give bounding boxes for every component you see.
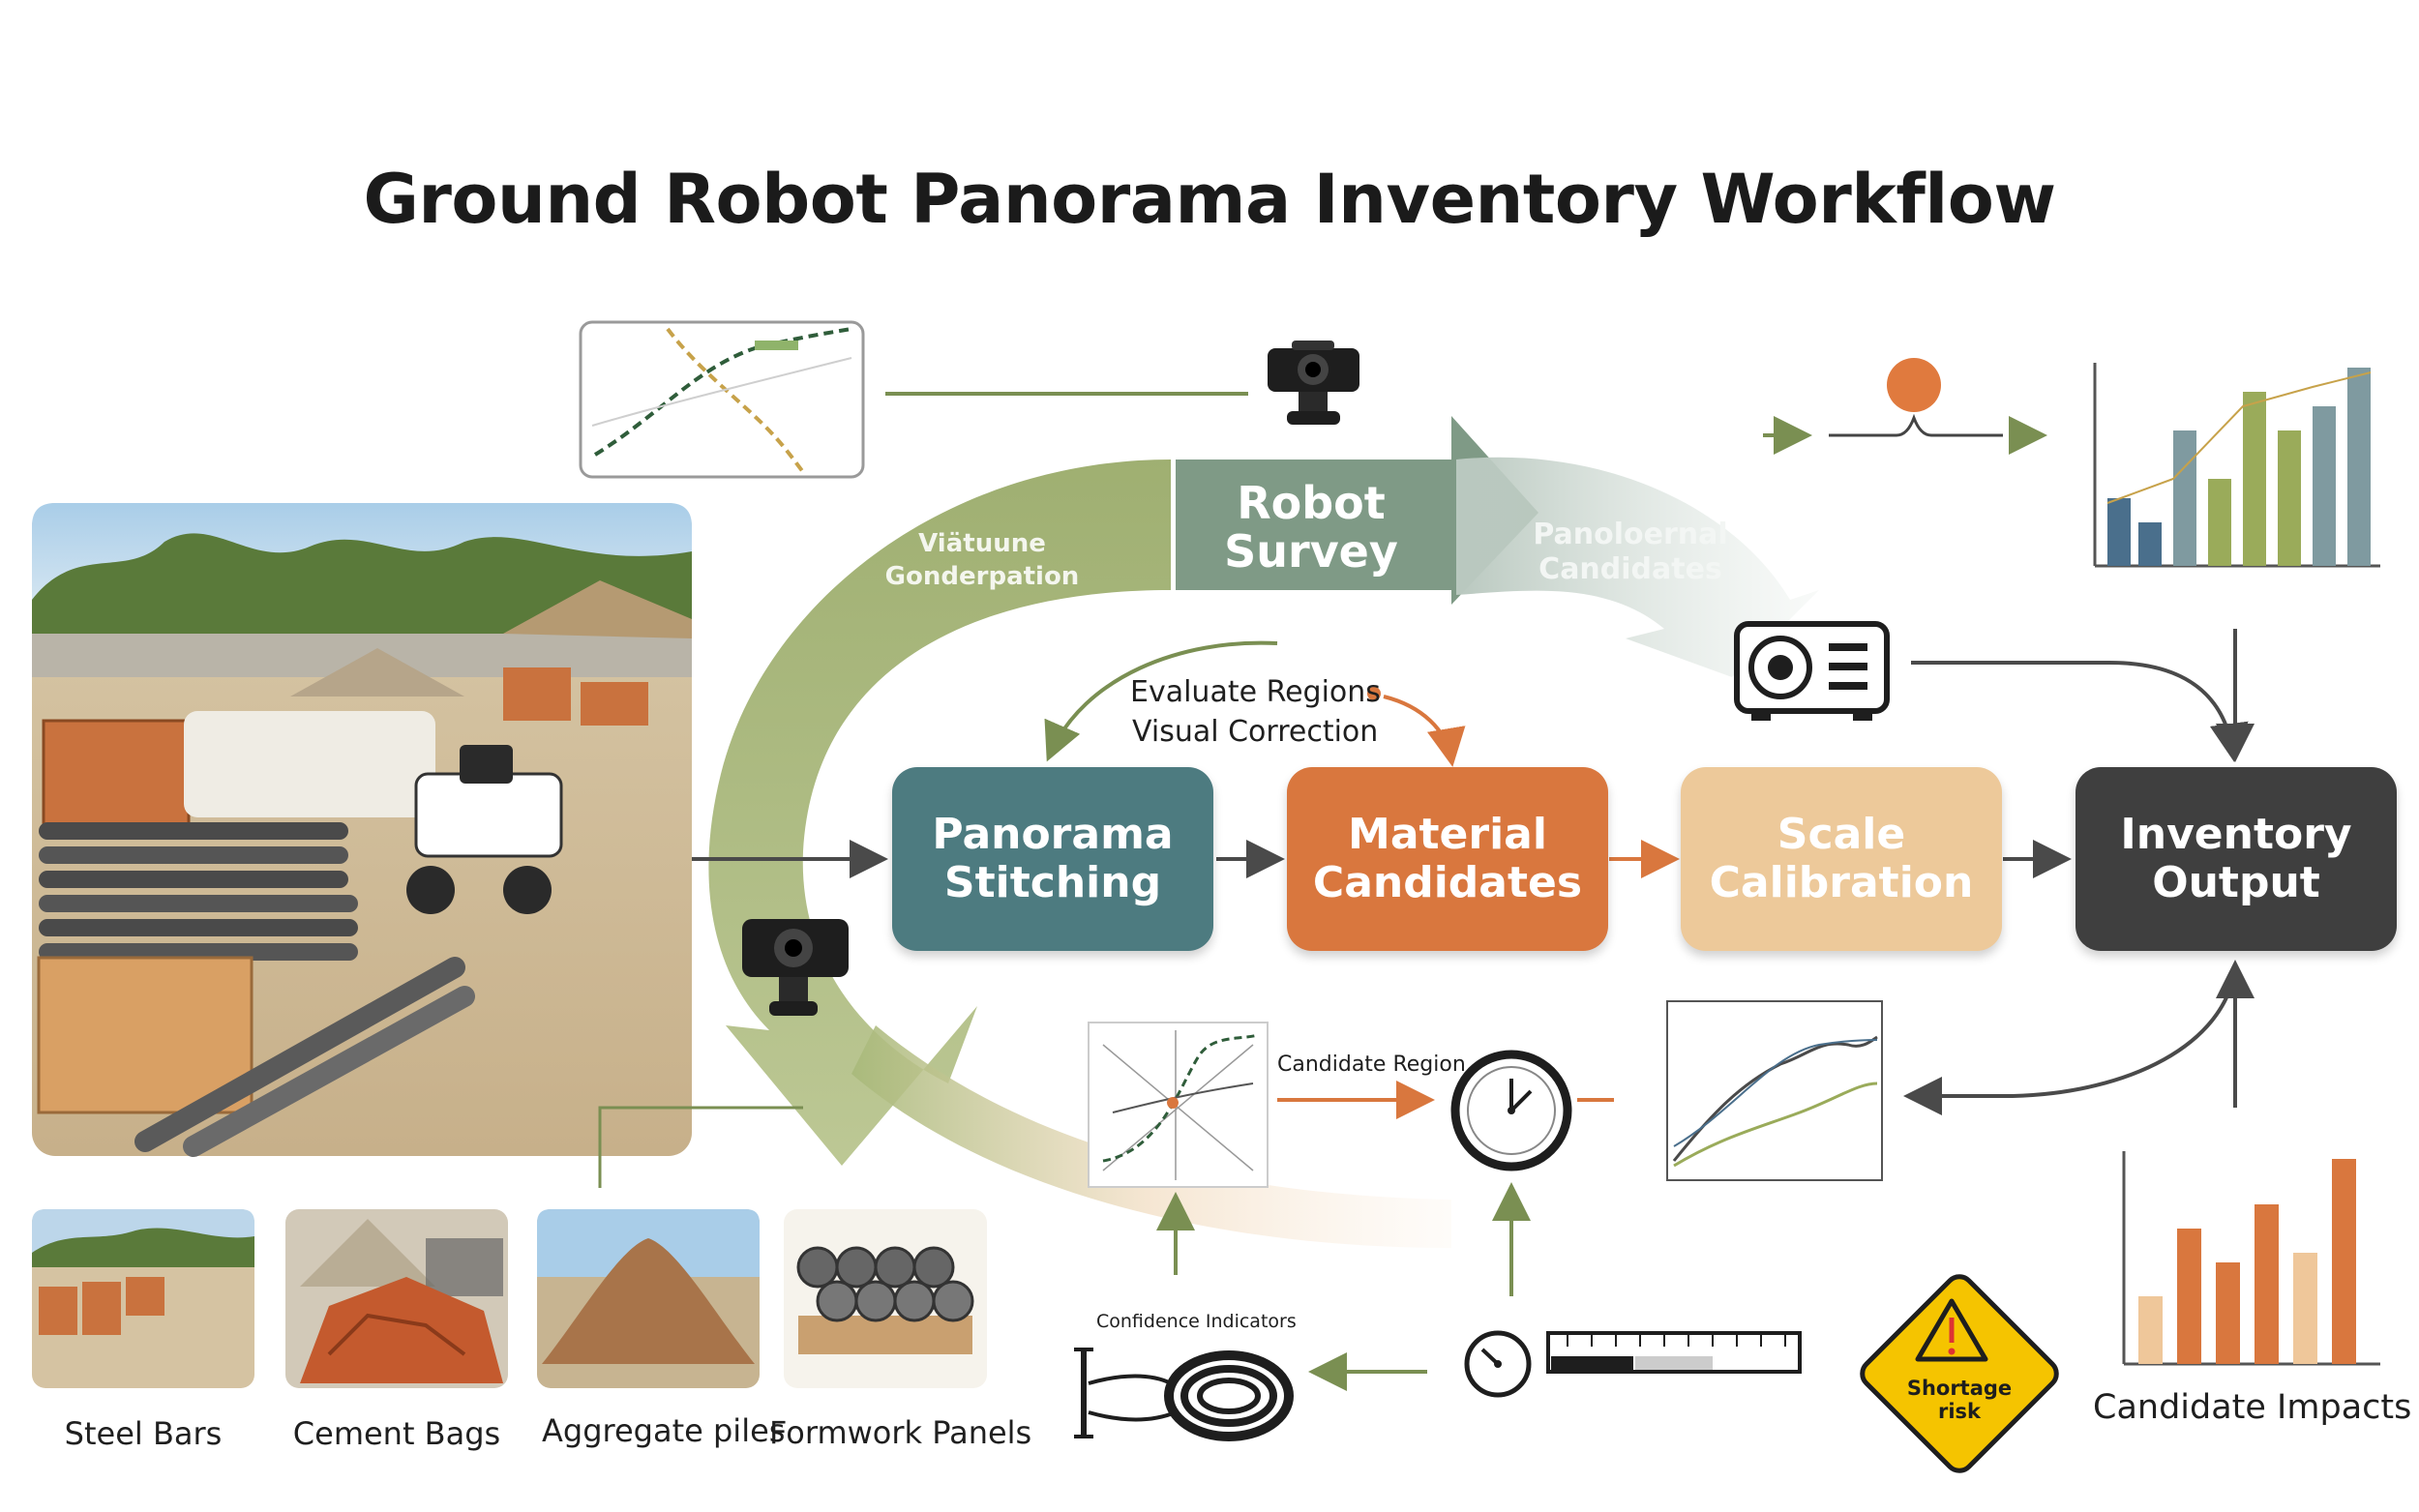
bar-chart-bottom [2122,1151,2380,1366]
candidate-region-label: Candidate Region [1277,1052,1466,1077]
bar-chart-top [2093,363,2380,568]
step-scale-calibration[interactable]: Scale Calibration [1681,767,2002,951]
region-plot-icon [1088,1022,1269,1188]
route-map-icon [579,320,865,479]
feedback-arrow-left [1044,640,1278,762]
gauge-icon [1464,1330,1532,1398]
shortage-risk-label: Shortage risk [1906,1377,2013,1423]
arc-left-band [708,460,1171,1166]
material-thumbnail-steel-bars [32,1209,254,1388]
feedback-arrow-right [1383,695,1466,767]
step-material-candidates-label: Material Candidates [1312,810,1583,907]
photo-connector-line [598,1106,803,1188]
step-inventory-output[interactable]: Inventory Output [2076,767,2397,951]
feedback-dot [1367,687,1381,700]
arc-label-right: Panoloernal Candidates [1533,518,1728,586]
arc-label-left: Viätuune Gonderpation [884,529,1080,591]
warning-icon [1860,1274,2059,1473]
step-material-candidates[interactable]: Material Candidates [1287,767,1608,951]
step-inventory-output-label: Inventory Output [2120,810,2352,907]
feedback-label-correction: Visual Correction [1132,715,1379,749]
candidate-impacts-label: Candidate Impacts [2093,1388,2412,1427]
arc-center-band [1176,416,1538,605]
material-label-steel-bars: Steel Bars [64,1415,223,1452]
material-thumbnail-formwork-panels [784,1209,987,1388]
arc-right-band [1456,457,1819,677]
material-thumbnail-cement-bags [285,1209,508,1388]
camera-left-icon [742,919,849,1016]
trend-chart-icon [1666,1000,1883,1181]
cable-coil-icon [1074,1348,1294,1441]
construction-site-photo [32,503,692,1157]
output-to-trend-arrow [1903,966,2237,1115]
material-thumbnail-aggregate-piles [537,1209,760,1388]
feedback-label-evaluate: Evaluate Regions [1130,675,1381,709]
projector-to-output-arrow [1911,661,2249,762]
material-label-cement-bags: Cement Bags [292,1415,501,1452]
orange-dot-icon [1887,358,1941,412]
projector-icon [1734,621,1890,721]
ruler-icon [1546,1331,1802,1374]
camera-top-icon [1268,341,1359,425]
lower-sweep [851,1025,1451,1248]
step-panorama-stitching-label: Panorama Stitching [932,810,1174,907]
confidence-indicators-label: Confidence Indicators [1096,1311,1297,1332]
page-title: Ground Robot Panorama Inventory Workflow [363,160,2056,239]
material-label-formwork-panels: Formwork Panels [769,1414,1032,1451]
step-panorama-stitching[interactable]: Panorama Stitching [892,767,1213,951]
bracket-line [1829,413,2003,437]
step-scale-calibration-label: Scale Calibration [1709,810,1974,907]
material-label-aggregate-piles: Aggregate piles [542,1412,786,1449]
clock-icon [1450,1050,1572,1171]
arc-label-center: Robot Survey [1224,477,1398,578]
